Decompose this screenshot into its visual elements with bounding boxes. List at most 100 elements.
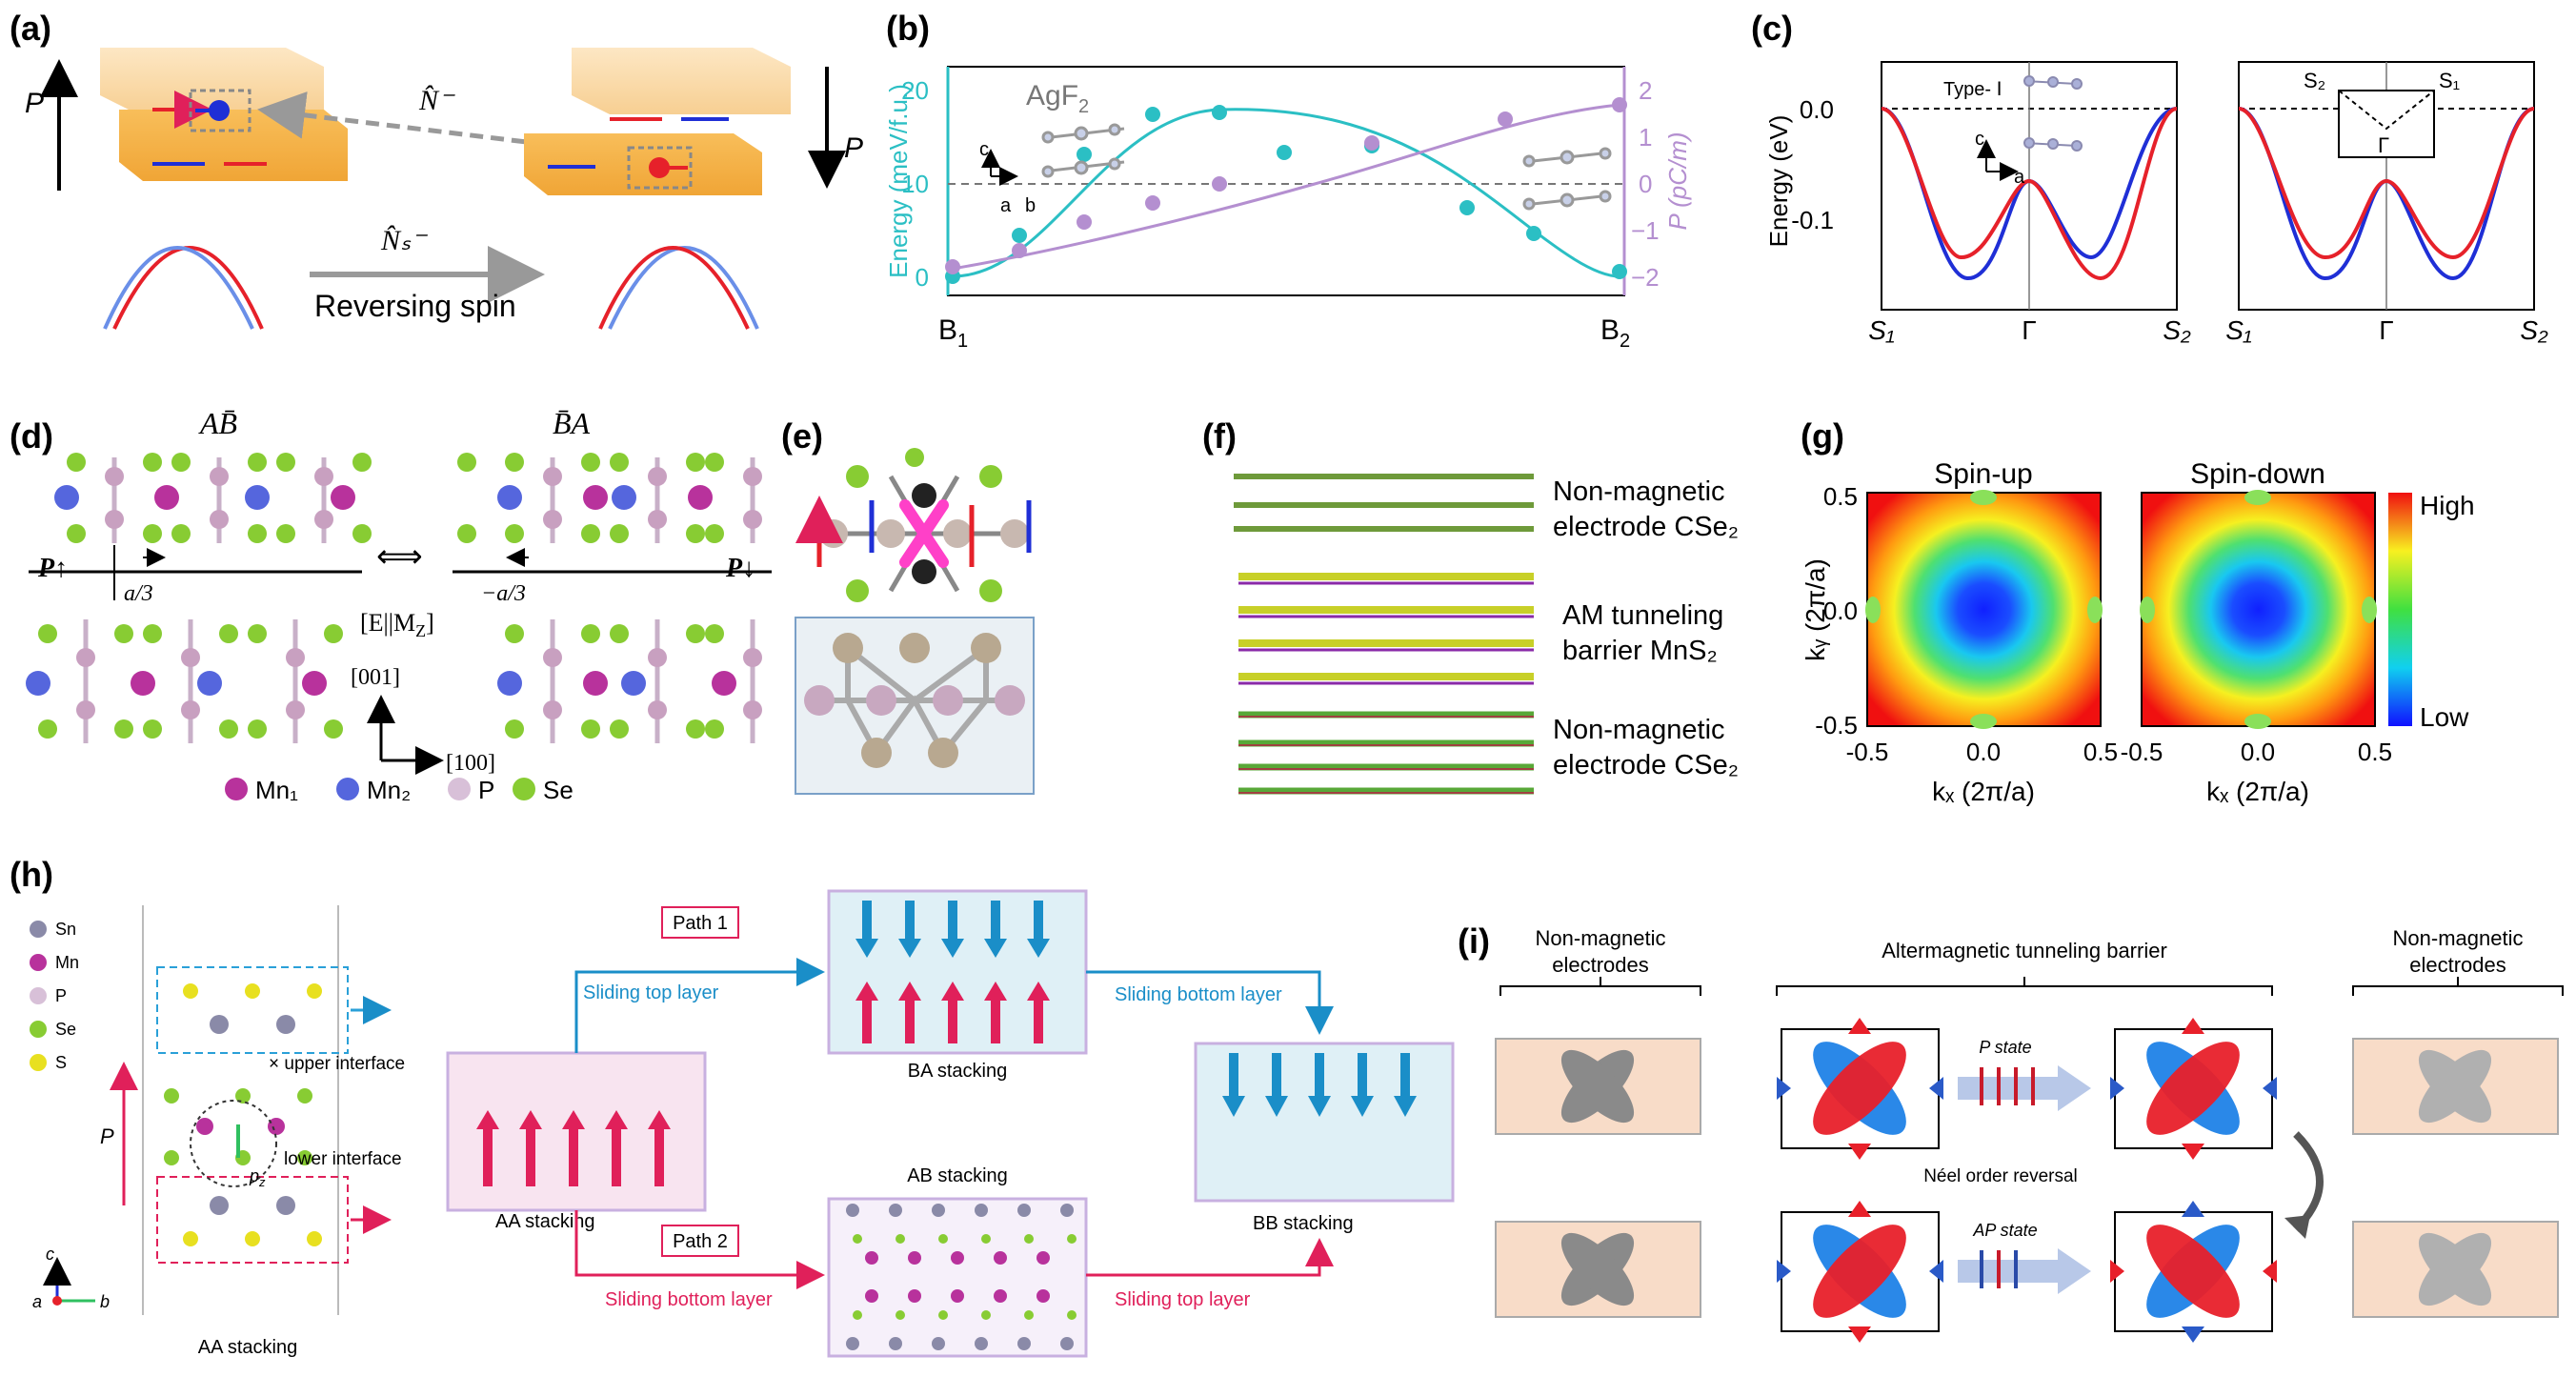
i-right-title-2: electrodes [2409, 953, 2506, 977]
path2-line [574, 1210, 825, 1289]
polarization-curve [952, 103, 1620, 271]
g-xtick-2: 0.0 [1966, 738, 2001, 766]
i-left-title-1: Non-magnetic [1536, 926, 1666, 950]
dir-001: [001] [351, 665, 400, 690]
symmetry-text: [E||M [360, 609, 415, 637]
operator-n: N̂⁻ [418, 85, 455, 116]
crystal-top-right [457, 453, 762, 543]
p-label-right: P [844, 132, 863, 164]
g-xtick-3: 0.5 [2083, 738, 2118, 766]
axis-b-label: b [1025, 195, 1036, 216]
f-layer2-line1: AM tunneling [1562, 600, 1723, 631]
path2-label: Path 2 [673, 1231, 728, 1252]
path2-box [661, 1225, 739, 1257]
f-layer1-line2: electrode CSe₂ [1553, 512, 1739, 542]
slide-top2-line [1086, 1238, 1334, 1277]
upper-dashed-box [156, 966, 349, 1054]
ytick-10: 10 [901, 170, 929, 198]
colorbar-high: High [2420, 491, 2475, 520]
legend-mn2-dot [336, 778, 359, 800]
upper-interface-text: upper interface [284, 1054, 405, 1074]
blue-atom [209, 100, 230, 121]
rtick-0: 0 [1639, 170, 1652, 198]
legend-se-dot [513, 778, 535, 800]
p-down: P↓ [725, 554, 755, 583]
g-xtick-1: -0.5 [1846, 738, 1889, 766]
electrode-left-top [1495, 1038, 1701, 1135]
panel-i: (i) Non-magnetic electrodes Altermagneti… [1458, 921, 2564, 1343]
p-state-arrow [1958, 1065, 2091, 1111]
legend-mn2: Mn₂ [367, 776, 411, 804]
panel-c: (c) Energy (eV) 0.0 -0.1 Type- Ⅰ c a S₁ … [1751, 9, 2548, 345]
c-ytick-m01: -0.1 [1791, 206, 1834, 234]
legend-p: P [478, 776, 494, 804]
h-p-label: P [100, 1124, 114, 1148]
barrier-top-right [2110, 1018, 2277, 1160]
i-left-title-2: electrodes [1552, 953, 1649, 977]
ytick-0: 0 [916, 263, 929, 292]
pz-sub: z [258, 1175, 266, 1189]
h-legend-p: P [55, 986, 67, 1005]
c-right-xtick-g: Γ [2379, 315, 2393, 345]
g-title-down: Spin-down [2190, 458, 2325, 490]
p-state-label: P state [1979, 1038, 2031, 1057]
slide-bottom-label: Sliding bottom layer [605, 1289, 773, 1310]
c-ytick-0: 0.0 [1800, 95, 1834, 124]
bb-arrows [1222, 1053, 1417, 1117]
path1-box [661, 906, 739, 939]
g-ytick-top: 0.5 [1823, 482, 1858, 511]
panel-g-label: (g) [1801, 416, 1844, 456]
spin-down-map [2141, 492, 2376, 727]
crystal-top-left [54, 453, 372, 543]
c-right-xtick-s1: S₁ [2225, 315, 2252, 345]
panel-e-label: (e) [781, 416, 823, 456]
ytick-20: 20 [901, 76, 929, 105]
g-xtick-6: 0.5 [2358, 738, 2392, 766]
dashed-box [189, 89, 252, 132]
c-axis-a-label: a [2014, 167, 2025, 188]
legend-se: Se [543, 776, 574, 804]
g-ytick-mid: 0.0 [1823, 597, 1858, 625]
symmetry-end: ] [426, 609, 434, 637]
h-axis-c-label: c [46, 1245, 54, 1264]
bb-stacking: BB stacking [1253, 1213, 1354, 1234]
panel-d-label: (d) [10, 416, 53, 456]
aa-arrows [476, 1110, 671, 1186]
operator-dashed-arrow [257, 91, 630, 157]
panel-h: (h) Sn Mn P Se S P × upper interface low… [10, 855, 1455, 1358]
e-top-structure [795, 448, 1032, 602]
ab-stacking: AB stacking [907, 1165, 1008, 1186]
c-left-xtick-s1: S₁ [1868, 315, 1895, 345]
legend-mn1-dot [225, 778, 248, 800]
top-slab-right [572, 48, 791, 114]
ap-state-arrow [1958, 1248, 2091, 1294]
rtick-1: 1 [1639, 123, 1652, 152]
symmetry-sub: Z [415, 621, 426, 640]
axis-c-label: c [979, 139, 989, 160]
double-arrow: ⟺ [376, 538, 423, 575]
barrier-top-left [1777, 1018, 1943, 1160]
panel-a-label: (a) [10, 9, 51, 48]
g-xtick-4: -0.5 [2121, 738, 2163, 766]
g-ytick-bot: -0.5 [1815, 711, 1858, 739]
g-ylabel: kᵧ (2π/a) [1801, 558, 1830, 661]
neel-arrowhead [2284, 1215, 2310, 1239]
axis-a-label: a [1000, 195, 1012, 216]
h-axis-b-label: b [100, 1292, 110, 1311]
shift-label-left: a/3 [124, 581, 153, 606]
c-axis-c-label: c [1975, 129, 1984, 150]
ylabel-polarization: P (pC/m) [1663, 132, 1692, 230]
ab-stacking-box [827, 1197, 1088, 1358]
slide-top2-label: Sliding top layer [1115, 1289, 1251, 1310]
g-title-up: Spin-up [1934, 458, 2032, 490]
p-label-left: P [25, 88, 44, 119]
ylabel-energy: Energy (meV/f.u.) [884, 84, 913, 278]
i-right-title-1: Non-magnetic [2393, 926, 2524, 950]
panel-a: (a) P N̂⁻ P N̂ₛ⁻ Reversing spin [10, 9, 863, 330]
panel-b: (b) 0 10 20 2 1 0 −1 −2 Energy (meV/f.u.… [884, 9, 1692, 352]
rtick-2: 2 [1639, 76, 1652, 105]
electrode-right-top [2352, 1038, 2559, 1135]
x-start-text: B [938, 314, 957, 346]
ba-stacking: BA stacking [908, 1061, 1008, 1082]
rtick-m1: −1 [1631, 216, 1660, 245]
